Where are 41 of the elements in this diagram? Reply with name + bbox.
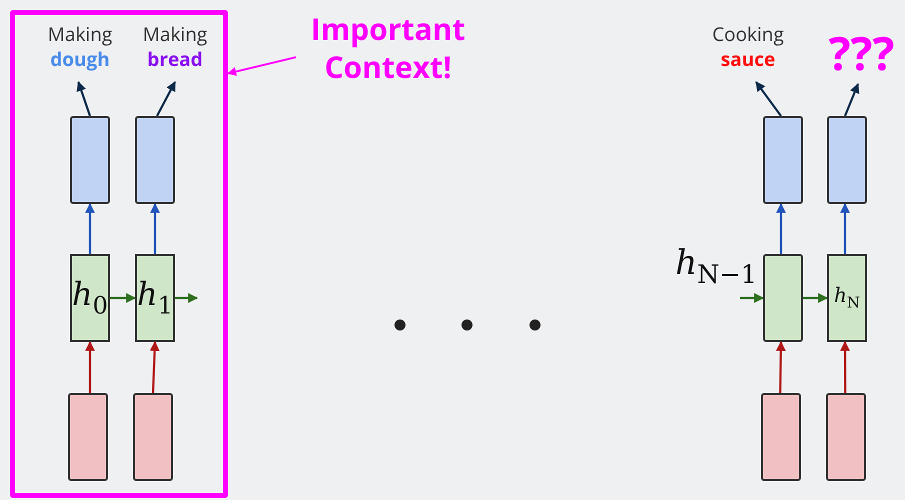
arrow [156,81,176,117]
arrow [85,203,95,254]
output-caption: Making [142,22,208,47]
hidden-state-cell [70,254,110,342]
input-cell [68,393,108,481]
arrow [76,81,92,116]
annotation-text: ??? [818,28,905,84]
highlight-frame [10,10,228,498]
annotation-text: Important Context! [296,10,480,90]
arrow [175,293,198,303]
state-symbol: h$_{N}$ [834,285,860,311]
output-word: sauce [720,47,776,72]
input-cell [133,393,173,481]
hidden-state-cell [135,254,175,342]
arrow [85,341,95,393]
arrow [776,203,786,254]
output-word: dough [50,47,110,72]
output-caption: Cooking [712,22,784,47]
output-cell [135,116,175,204]
output-word: bread [147,47,203,72]
state-symbol: h$_{0}$ [72,278,108,318]
arrow [776,341,786,394]
arrow [150,341,160,394]
hidden-state-cell [827,254,867,342]
arrow [755,81,782,117]
arrow [740,293,764,303]
arrow [844,83,860,116]
arrow [840,341,850,393]
arrow [110,293,136,303]
output-cell [827,116,867,204]
arrow [150,203,160,254]
input-cell [826,393,866,481]
state-symbol: h$_{N−1}$ [675,246,757,288]
state-symbol: h$_{1}$ [137,278,173,318]
output-cell [763,116,803,204]
arrow [227,56,296,76]
output-cell [70,116,110,204]
input-cell [761,393,801,481]
arrow [840,203,850,254]
output-caption: Making [48,22,112,47]
arrow [803,293,828,303]
